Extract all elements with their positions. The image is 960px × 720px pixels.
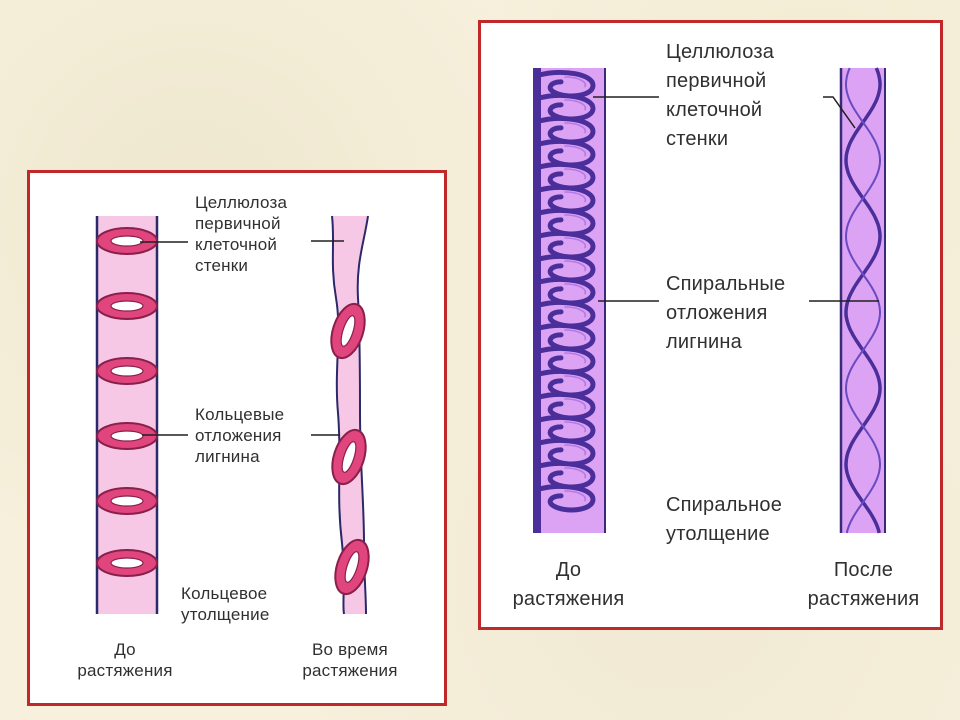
tilted-lignin-ring — [331, 428, 367, 486]
tilted-lignin-ring — [330, 302, 366, 360]
caption-during-stretching: Во время растяжения — [302, 640, 398, 680]
spiral-coil-highlight — [564, 76, 587, 502]
lignin-ring — [96, 292, 158, 320]
annular-rings — [96, 227, 158, 577]
label-cellulose-primary-wall: Целлюлоза первичной клеточной стенки — [195, 193, 288, 275]
spiral-vessel-before-stretching — [533, 68, 606, 533]
spiral-lignin-coil — [536, 69, 596, 513]
lignin-ring — [96, 549, 158, 577]
label-spiral-lignin-deposits: Спиральные отложения лигнина — [666, 273, 786, 353]
tilted-lignin-ring — [334, 538, 370, 596]
leader-line-spiral-cellulose-after — [823, 96, 856, 129]
caption-before-stretching: До растяжения — [77, 640, 173, 680]
spiral-tube-wall-left — [533, 68, 541, 533]
tube-body — [97, 216, 157, 614]
panel-spiral-vessel: Целлюлоза первичной клеточной стенки Спи… — [478, 20, 943, 630]
vessel-during-stretching — [330, 215, 370, 615]
spiral-vessel-diagram — [533, 67, 886, 534]
lignin-ring — [96, 357, 158, 385]
lignin-ring — [96, 227, 158, 255]
caption-before-stretching-right: До растяжения — [512, 559, 625, 610]
lignin-ring — [96, 422, 158, 450]
lignin-ring — [96, 487, 158, 515]
label-cellulose-primary-wall-right: Целлюлоза первичной клеточной стенки — [666, 41, 775, 150]
label-annular-lignin-deposits: Кольцевые отложения лигнина — [195, 405, 285, 466]
panel-annular-vessel: Целлюлоза первичной клеточной стенки Кол… — [27, 170, 447, 706]
annular-vessel-diagram — [95, 215, 370, 615]
caption-after-stretching: После растяжения — [807, 559, 920, 610]
label-spiral-thickening: Спиральное утолщение — [666, 494, 783, 545]
vessel-before-stretching — [95, 216, 159, 614]
label-annular-thickening: Кольцевое утолщение — [181, 584, 270, 624]
